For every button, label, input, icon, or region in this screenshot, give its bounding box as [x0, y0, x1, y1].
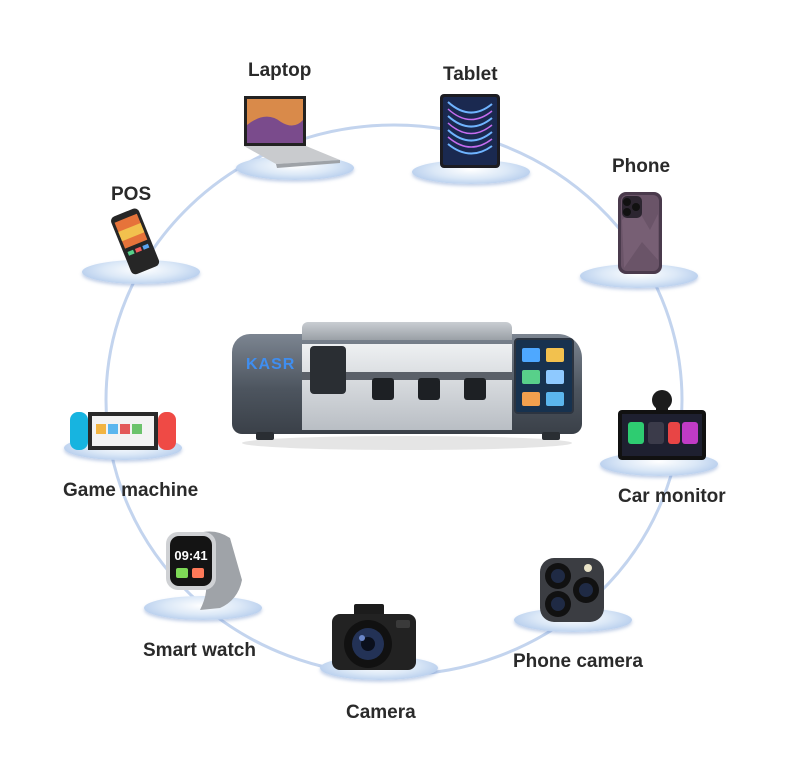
phone-camera-icon: [540, 558, 604, 622]
smart-watch-icon: 09:41: [166, 531, 242, 610]
laptop-label: Laptop: [248, 60, 312, 81]
svg-text:09:41: 09:41: [174, 548, 207, 563]
phone-label: Phone: [612, 156, 671, 177]
film-cutting-plotter-icon: KASR: [232, 322, 582, 450]
phone-camera-label: Phone camera: [513, 651, 643, 672]
car-monitor-label: Car monitor: [618, 486, 726, 507]
tablet-label: Tablet: [443, 64, 498, 85]
camera-label: Camera: [346, 702, 416, 723]
machine-brand-logo: KASR: [246, 356, 296, 373]
machine-touchscreen: [514, 338, 574, 414]
machine-roller: [464, 378, 486, 400]
pos-label: POS: [111, 184, 152, 205]
machine-foot: [542, 432, 560, 440]
machine-foot: [256, 432, 274, 440]
smart-watch-label: Smart watch: [143, 640, 256, 661]
game-machine-label: Game machine: [63, 480, 199, 501]
machine-roller: [372, 378, 394, 400]
laptop-icon: [244, 96, 340, 168]
pos-icon: [111, 208, 160, 275]
game-machine-icon: [70, 412, 176, 450]
machine-shadow: [242, 436, 572, 450]
machine-cutter-head: [310, 346, 346, 394]
tablet-icon: [440, 94, 500, 168]
machine-roller: [418, 378, 440, 400]
car-monitor-icon: [618, 390, 706, 460]
machine-top-cover: [302, 322, 512, 340]
machine-rail: [302, 372, 512, 380]
phone-icon: [618, 192, 662, 274]
camera-icon: [332, 604, 416, 670]
